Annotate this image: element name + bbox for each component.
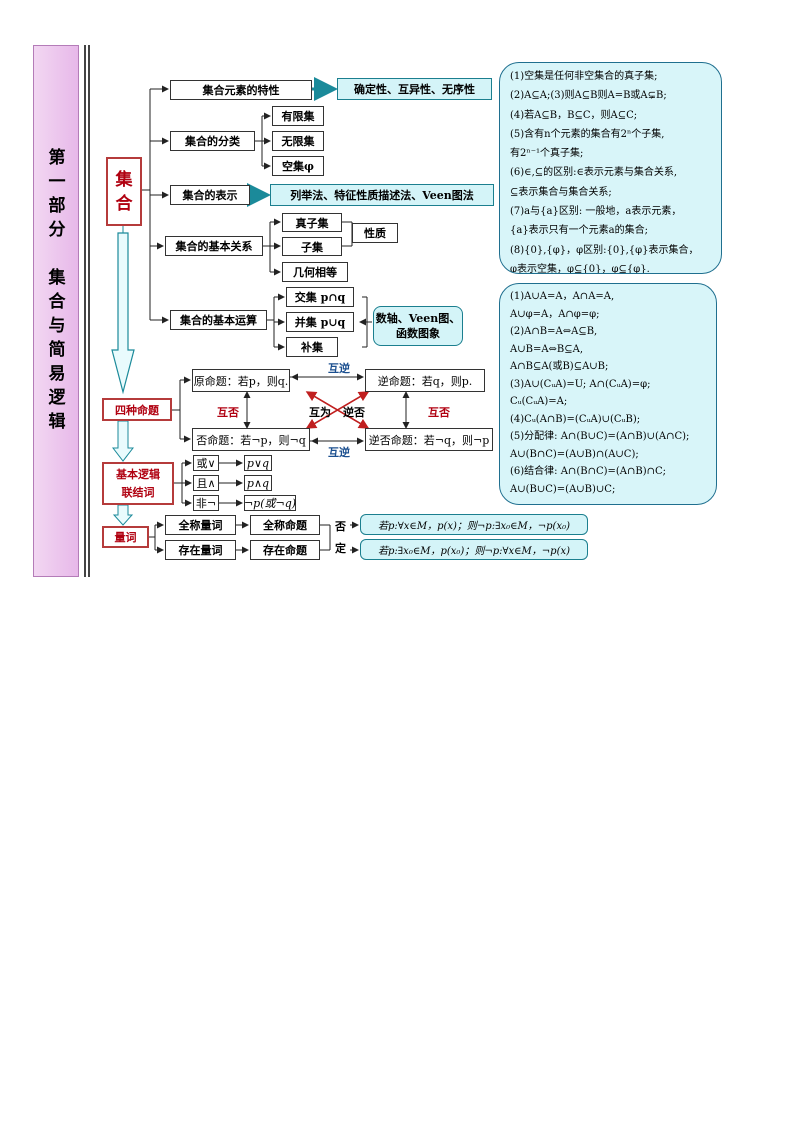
relation-property: 性质: [352, 223, 398, 243]
note-line: φ表示空集，φ⊆{0}，φ⊆{φ}.: [510, 263, 650, 274]
finite-set: 有限集: [272, 106, 324, 126]
converse-proposition: 逆命题：若q，则p.: [365, 369, 485, 392]
sidebar-char: 逻: [48, 388, 66, 408]
sets-title-box: 集 合: [106, 157, 142, 226]
sidebar-char: 第: [48, 148, 66, 168]
operation-laws-bubble: (1)A∪A=A，A∩A=A, A∪φ=A，A∩φ=φ; (2)A∩B=A⇔A⊆…: [499, 283, 717, 505]
and-expression: p∧q: [244, 475, 272, 491]
mutual-negation-left: 互否: [217, 406, 239, 419]
sidebar-char: 分: [48, 220, 66, 240]
inverse-proposition: 否命题：若¬p，则¬q: [192, 428, 310, 451]
divider-line: [88, 45, 90, 577]
note-line: (2)A⊆A;(3)则A⊆B则A=B或A⊊B;: [510, 90, 667, 102]
sidebar-char: 部: [48, 196, 66, 216]
sets-title-char: 集: [115, 169, 133, 190]
operations-label: 集合的基本运算: [170, 310, 267, 330]
law-line: A∪(B∪C)=(A∪B)∪C;: [510, 483, 616, 495]
operations-methods: 数轴、Veen图、 函数图象: [373, 306, 463, 346]
mutual-contra-label-1: 互为: [309, 406, 331, 419]
mutual-negation-right: 互否: [428, 406, 450, 419]
intersection: 交集 p∩q: [286, 287, 354, 307]
mutual-converse-bottom: 互逆: [328, 446, 350, 459]
or-connective: 或∨: [193, 455, 219, 471]
subset: 子集: [282, 237, 342, 256]
note-line: (5)含有n个元素的集合有2ⁿ个子集,: [510, 128, 665, 140]
section-sidebar: 第 一 部 分 集 合 与 简 易 逻 辑: [33, 45, 79, 577]
mutual-contra-label-2: 逆否: [343, 406, 365, 419]
representation-value: 列举法、特征性质描述法、Veen图法: [270, 184, 494, 206]
law-line: A∩B⊆A(或B)⊆A∪B;: [510, 361, 609, 372]
set-notes-bubble: (1)空集是任何非空集合的真子集; (2)A⊆A;(3)则A⊆B则A=B或A⊊B…: [499, 62, 722, 274]
methods-line: 数轴、Veen图、: [375, 312, 461, 325]
set-equality: 几何相等: [282, 262, 348, 282]
note-line: (8){0},{φ}，φ区别:{0},{φ}表示集合，: [510, 244, 699, 256]
universal-quantifier: 全称量词: [165, 515, 236, 535]
sets-title-char: 合: [115, 193, 133, 214]
existential-quantifier: 存在量词: [165, 540, 236, 560]
classification-label: 集合的分类: [170, 131, 255, 151]
existential-proposition: 存在命题: [250, 540, 320, 560]
not-expression: ¬p(或¬q): [243, 495, 297, 511]
quantifiers-title: 量词: [102, 526, 149, 548]
logic-title-box: 基本逻辑 联结词: [102, 462, 174, 505]
note-line: (1)空集是任何非空集合的真子集;: [510, 71, 658, 82]
sidebar-title: 第 一 部 分 集 合 与 简 易 逻 辑: [34, 146, 80, 434]
law-line: A∪(B∩C)=(A∪B)∩(A∪C);: [510, 448, 639, 460]
proper-subset: 真子集: [282, 213, 342, 232]
divider-line: [84, 45, 86, 577]
law-line: (6)结合律: A∩(B∩C)=(A∩B)∩C;: [510, 466, 667, 477]
or-expression: p∨q: [244, 455, 272, 471]
sidebar-char: 易: [48, 364, 66, 384]
law-line: (3)A∪(CᵤA)=U; A∩(CᵤA)=φ;: [510, 378, 651, 390]
empty-set: 空集φ: [272, 156, 324, 176]
sidebar-char: 辑: [48, 412, 66, 432]
law-line: A∪B=A⇔B⊆A,: [510, 343, 584, 355]
law-line: (4)Cᵤ(A∩B)=(CᵤA)∪(CᵤB);: [510, 413, 641, 425]
law-line: (2)A∩B=A⇔A⊆B,: [510, 326, 598, 337]
and-connective: 且∧: [193, 475, 219, 491]
complement: 补集: [286, 337, 338, 357]
note-line: 有2ⁿ⁻¹个真子集;: [510, 148, 584, 160]
properties-value: 确定性、互异性、无序性: [337, 78, 492, 100]
note-line: (4)若A⊆B，B⊆C，则A⊆C;: [510, 109, 638, 121]
existential-negation: 若p:∃x₀∈M，p(x₀)；则¬p:∀x∈M，¬p(x): [360, 539, 588, 560]
sidebar-char: 一: [48, 172, 66, 192]
logic-title-line: 基本逻辑: [116, 467, 160, 481]
sidebar-char: 集: [48, 268, 66, 288]
original-proposition: 原命题：若p，则q.: [192, 369, 290, 392]
contrapositive-proposition: 逆否命题：若¬q，则¬p: [365, 428, 493, 451]
universal-proposition: 全称命题: [250, 515, 320, 535]
universal-negation: 若p:∀x∈M，p(x)；则¬p:∃x₀∈M，¬p(x₀): [360, 514, 588, 535]
logic-title-line: 联结词: [121, 485, 155, 499]
mutual-converse-top: 互逆: [328, 362, 350, 375]
sidebar-char: 简: [48, 340, 66, 360]
not-connective: 非¬: [193, 495, 219, 511]
infinite-set: 无限集: [272, 131, 324, 151]
properties-label: 集合元素的特性: [170, 80, 312, 100]
note-line: (6)∈,⊆的区别:∈表示元素与集合关系,: [510, 167, 678, 179]
sidebar-char: 合: [48, 292, 66, 312]
sidebar-char: 与: [48, 316, 66, 336]
note-line: ⊆表示集合与集合关系;: [510, 186, 612, 198]
relations-label: 集合的基本关系: [165, 236, 263, 256]
representation-label: 集合的表示: [170, 185, 250, 205]
propositions-title: 四种命题: [102, 398, 172, 421]
note-line: (7)a与{a}区别: 一般地，a表示元素，: [510, 206, 682, 218]
note-line: {a}表示只有一个元素a的集合;: [510, 225, 649, 237]
negation-label-1: 否: [335, 520, 346, 533]
law-line: (5)分配律: A∩(B∪C)=(A∩B)∪(A∩C);: [510, 431, 690, 442]
law-line: Cᵤ(CᵤA)=A;: [510, 396, 568, 407]
negation-label-2: 定: [335, 542, 346, 555]
union: 并集 p∪q: [286, 312, 354, 332]
law-line: (1)A∪A=A，A∩A=A,: [510, 291, 615, 302]
law-line: A∪φ=A，A∩φ=φ;: [510, 308, 600, 320]
methods-line: 函数图象: [396, 327, 440, 340]
